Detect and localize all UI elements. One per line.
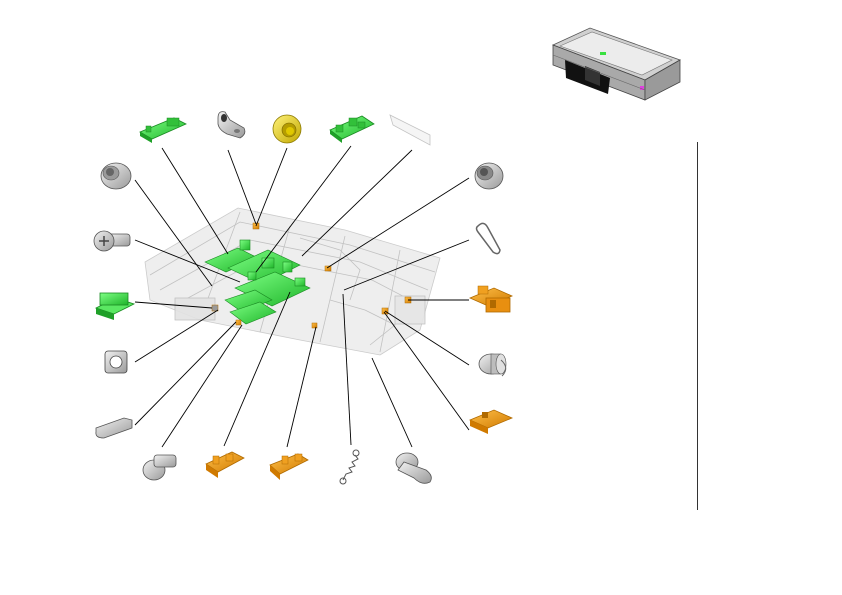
plate-right-part [468, 409, 514, 434]
bushing-right-part [474, 162, 504, 190]
spring-small-part [339, 449, 360, 485]
screw-left-part [93, 230, 131, 252]
leader-lines [134, 145, 470, 448]
clip-right-part [475, 222, 501, 255]
pin-bottom-right-part [395, 452, 432, 484]
pcb-top-right-part [329, 115, 375, 143]
stud-bottom-part [142, 454, 177, 481]
pcb-small-top-part [139, 117, 187, 143]
connector-block-part [94, 292, 136, 320]
assembly-thumbnail [551, 27, 681, 101]
latch-bottom-left-part [95, 417, 133, 439]
bracket-right-part [468, 285, 514, 313]
square-gasket-part [104, 350, 128, 374]
bushing-left-part [100, 162, 132, 190]
bearing-gold-part [272, 114, 302, 144]
assembly-boards [204, 239, 311, 325]
main-assembly [144, 114, 441, 356]
bracket-bottom-2-part [269, 453, 309, 480]
lever-top-part [217, 111, 246, 139]
bracket-bottom-1-part [205, 451, 245, 478]
spring-roller-part [478, 353, 507, 377]
vertical-divider [697, 142, 698, 510]
